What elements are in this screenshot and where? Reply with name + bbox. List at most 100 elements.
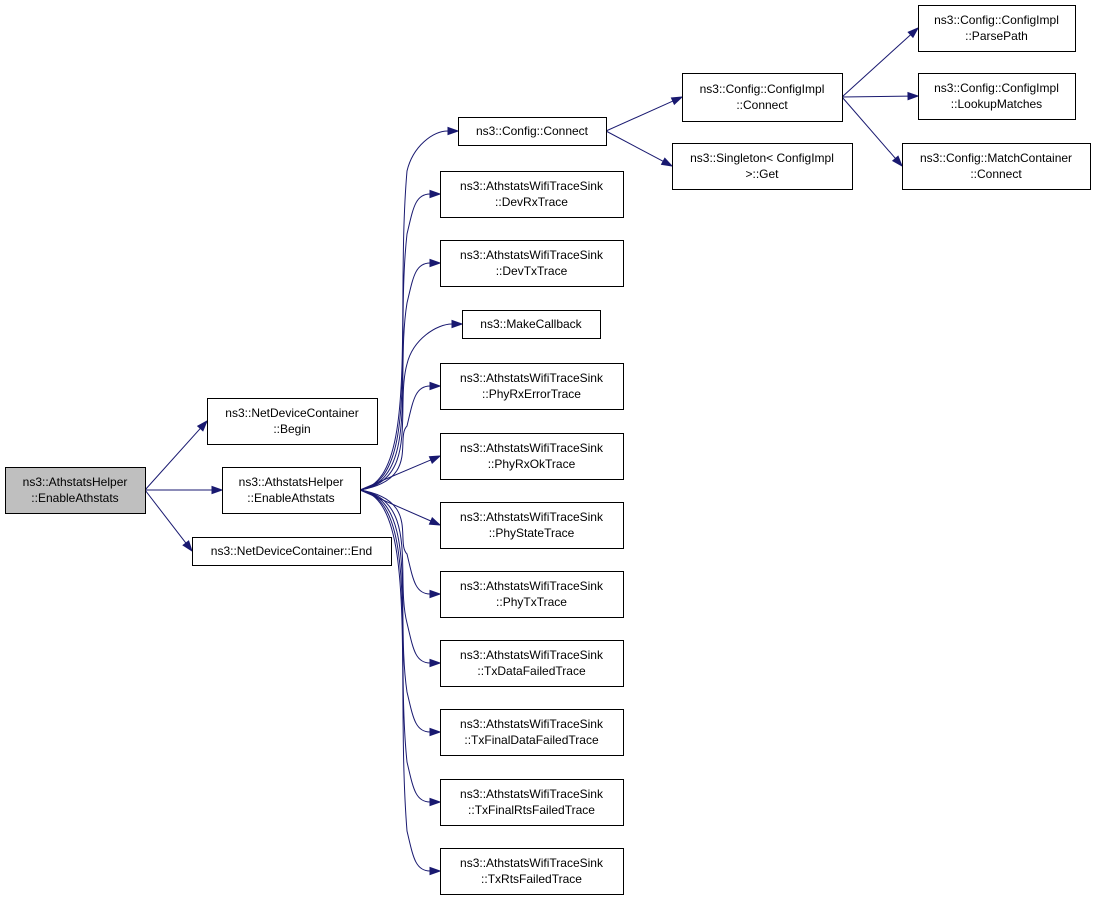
node-box	[440, 502, 624, 549]
edge-cfgimpl-connect-to-matchcontainer	[841, 96, 903, 168]
node-box	[440, 848, 624, 895]
node-phytx[interactable]: ns3::AthstatsWifiTraceSink::PhyTxTrace	[440, 571, 624, 618]
node-label-line: ns3::Config::Connect	[476, 124, 589, 138]
node-label-line: ::PhyStateTrace	[489, 526, 575, 540]
node-label-line: >::Get	[745, 167, 779, 181]
node-label-line: ::TxFinalDataFailedTrace	[464, 733, 599, 747]
node-box	[440, 571, 624, 618]
node-cfg-connect[interactable]: ns3::Config::Connect	[458, 117, 607, 146]
node-singleton-get[interactable]: ns3::Singleton< ConfigImpl >::Get	[672, 143, 853, 190]
node-label-line: ::TxRtsFailedTrace	[481, 872, 582, 886]
node-label-line: ::PhyRxErrorTrace	[482, 387, 581, 401]
node-box	[440, 240, 624, 287]
node-label-line: ns3::AthstatsWifiTraceSink	[460, 579, 604, 593]
node-label-line: ns3::AthstatsWifiTraceSink	[460, 441, 604, 455]
node-label-line: ns3::AthstatsHelper	[23, 475, 128, 489]
node-label-line: ::PhyTxTrace	[496, 595, 567, 609]
node-label-line: ns3::AthstatsWifiTraceSink	[460, 856, 604, 870]
edge-cfgimpl-connect-to-parsepath	[841, 26, 920, 98]
edge-root-to-ndc-end	[144, 489, 193, 553]
node-phystate[interactable]: ns3::AthstatsWifiTraceSink::PhyStateTrac…	[440, 502, 624, 549]
node-label-line: ns3::Config::ConfigImpl	[934, 13, 1059, 27]
node-devrx[interactable]: ns3::AthstatsWifiTraceSink::DevRxTrace	[440, 171, 624, 218]
node-ndc-end[interactable]: ns3::NetDeviceContainer::End	[192, 537, 392, 566]
node-cfgimpl-connect[interactable]: ns3::Config::ConfigImpl::Connect	[682, 73, 843, 122]
edge-ah-enable-to-devrx	[359, 189, 442, 491]
edge-ah-enable-to-phyrxerr	[359, 381, 442, 491]
node-label-line: ns3::NetDeviceContainer	[225, 406, 358, 420]
node-label-line: ns3::AthstatsWifiTraceSink	[460, 787, 604, 801]
node-phyrxok[interactable]: ns3::AthstatsWifiTraceSink::PhyRxOkTrace	[440, 433, 624, 480]
node-label-line: ::TxFinalRtsFailedTrace	[468, 803, 595, 817]
node-label-line: ns3::NetDeviceContainer::End	[211, 544, 372, 558]
node-box	[918, 73, 1076, 120]
node-label-line: ns3::AthstatsHelper	[239, 475, 344, 489]
node-box	[440, 779, 624, 826]
edge-ah-enable-to-makecb	[359, 319, 464, 491]
node-root[interactable]: ns3::AthstatsHelper::EnableAthstats	[5, 467, 146, 514]
node-label-line: ::EnableAthstats	[31, 491, 118, 505]
node-box	[440, 363, 624, 410]
node-box	[440, 640, 624, 687]
node-label-line: ns3::Config::ConfigImpl	[700, 82, 825, 96]
node-label-line: ::EnableAthstats	[247, 491, 334, 505]
edge-ah-enable-to-phytx	[359, 489, 442, 599]
node-txfinaldatafail[interactable]: ns3::AthstatsWifiTraceSink::TxFinalDataF…	[440, 709, 624, 756]
edge-cfg-connect-to-cfgimpl-connect	[605, 96, 684, 132]
node-box	[462, 310, 601, 339]
node-parsepath[interactable]: ns3::Config::ConfigImpl::ParsePath	[918, 5, 1076, 52]
node-label-line: ::TxDataFailedTrace	[477, 664, 586, 678]
node-box	[902, 143, 1091, 190]
edges-layer	[144, 26, 920, 876]
edge-ah-enable-to-devtx	[359, 258, 442, 491]
node-txfinalrtsfail[interactable]: ns3::AthstatsWifiTraceSink::TxFinalRtsFa…	[440, 779, 624, 826]
node-box	[207, 398, 378, 445]
node-label-line: ns3::AthstatsWifiTraceSink	[460, 717, 604, 731]
edge-root-to-ah-enable	[145, 485, 224, 495]
node-box	[222, 467, 361, 514]
node-box	[918, 5, 1076, 52]
node-txrtsfail[interactable]: ns3::AthstatsWifiTraceSink::TxRtsFailedT…	[440, 848, 624, 895]
node-box	[440, 433, 624, 480]
node-label-line: ::ParsePath	[965, 29, 1028, 43]
node-label-line: ::PhyRxOkTrace	[488, 457, 576, 471]
edge-ah-enable-to-phyrxok	[359, 455, 442, 491]
node-txdatafail[interactable]: ns3::AthstatsWifiTraceSink::TxDataFailed…	[440, 640, 624, 687]
node-box	[5, 467, 146, 514]
node-box	[440, 709, 624, 756]
node-ndc-begin[interactable]: ns3::NetDeviceContainer::Begin	[207, 398, 378, 445]
node-ah-enable[interactable]: ns3::AthstatsHelper::EnableAthstats	[222, 467, 361, 514]
node-label-line: ::Connect	[970, 167, 1022, 181]
edge-cfg-connect-to-singleton-get	[605, 130, 674, 167]
node-devtx[interactable]: ns3::AthstatsWifiTraceSink::DevTxTrace	[440, 240, 624, 287]
edge-ah-enable-to-txrtsfail	[359, 489, 442, 876]
node-label-line: ::Connect	[736, 98, 788, 112]
node-label-line: ns3::AthstatsWifiTraceSink	[460, 371, 604, 385]
node-makecb[interactable]: ns3::MakeCallback	[462, 310, 601, 339]
node-label-line: ns3::AthstatsWifiTraceSink	[460, 248, 604, 262]
node-label-line: ns3::AthstatsWifiTraceSink	[460, 648, 604, 662]
node-label-line: ns3::Config::MatchContainer	[920, 151, 1072, 165]
edge-root-to-ndc-begin	[144, 419, 209, 491]
node-box	[458, 117, 607, 146]
edge-ah-enable-to-cfg-connect	[359, 126, 460, 491]
node-label-line: ns3::Singleton< ConfigImpl	[690, 151, 834, 165]
edge-ah-enable-to-txfinaldatafail	[359, 489, 442, 737]
node-box	[672, 143, 853, 190]
nodes-layer: ns3::AthstatsHelper::EnableAthstatsns3::…	[5, 5, 1091, 895]
edge-cfgimpl-connect-to-lookup	[841, 91, 920, 101]
node-lookup[interactable]: ns3::Config::ConfigImpl::LookupMatches	[918, 73, 1076, 120]
node-box	[192, 537, 392, 566]
node-label-line: ::Begin	[273, 422, 310, 436]
node-label-line: ns3::MakeCallback	[480, 317, 582, 331]
node-label-line: ::DevTxTrace	[496, 264, 568, 278]
node-label-line: ::DevRxTrace	[495, 195, 568, 209]
node-box	[682, 73, 843, 122]
node-box	[440, 171, 624, 218]
node-phyrxerr[interactable]: ns3::AthstatsWifiTraceSink::PhyRxErrorTr…	[440, 363, 624, 410]
node-label-line: ns3::Config::ConfigImpl	[934, 81, 1059, 95]
node-label-line: ::LookupMatches	[951, 97, 1042, 111]
node-matchcontainer[interactable]: ns3::Config::MatchContainer::Connect	[902, 143, 1091, 190]
node-label-line: ns3::AthstatsWifiTraceSink	[460, 510, 604, 524]
